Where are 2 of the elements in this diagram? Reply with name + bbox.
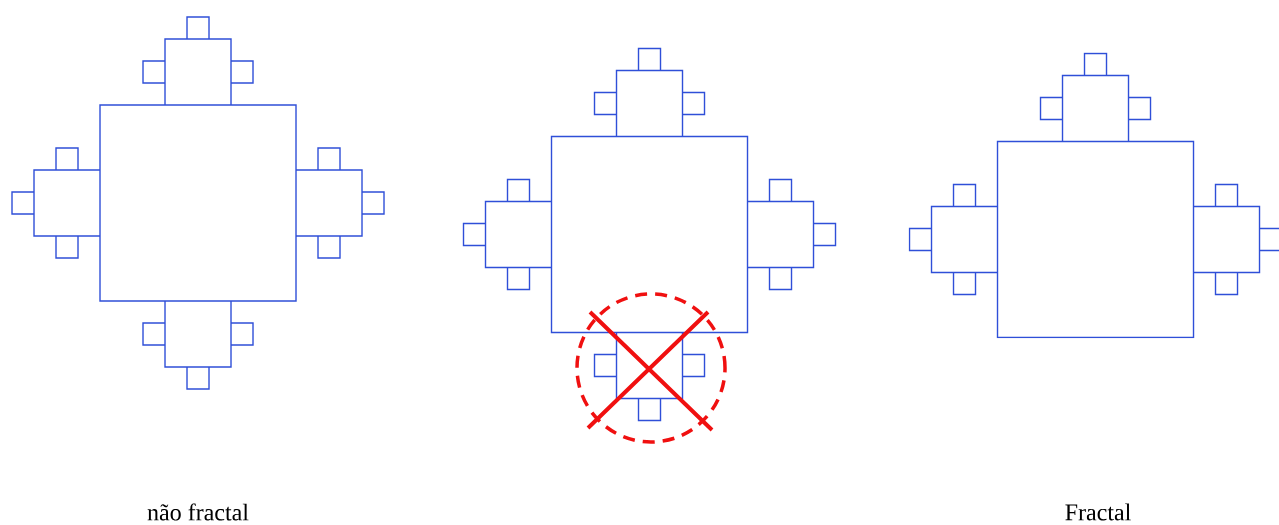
caption-text: Fractal <box>1065 503 1131 521</box>
caption-text: não fractal <box>147 503 249 521</box>
